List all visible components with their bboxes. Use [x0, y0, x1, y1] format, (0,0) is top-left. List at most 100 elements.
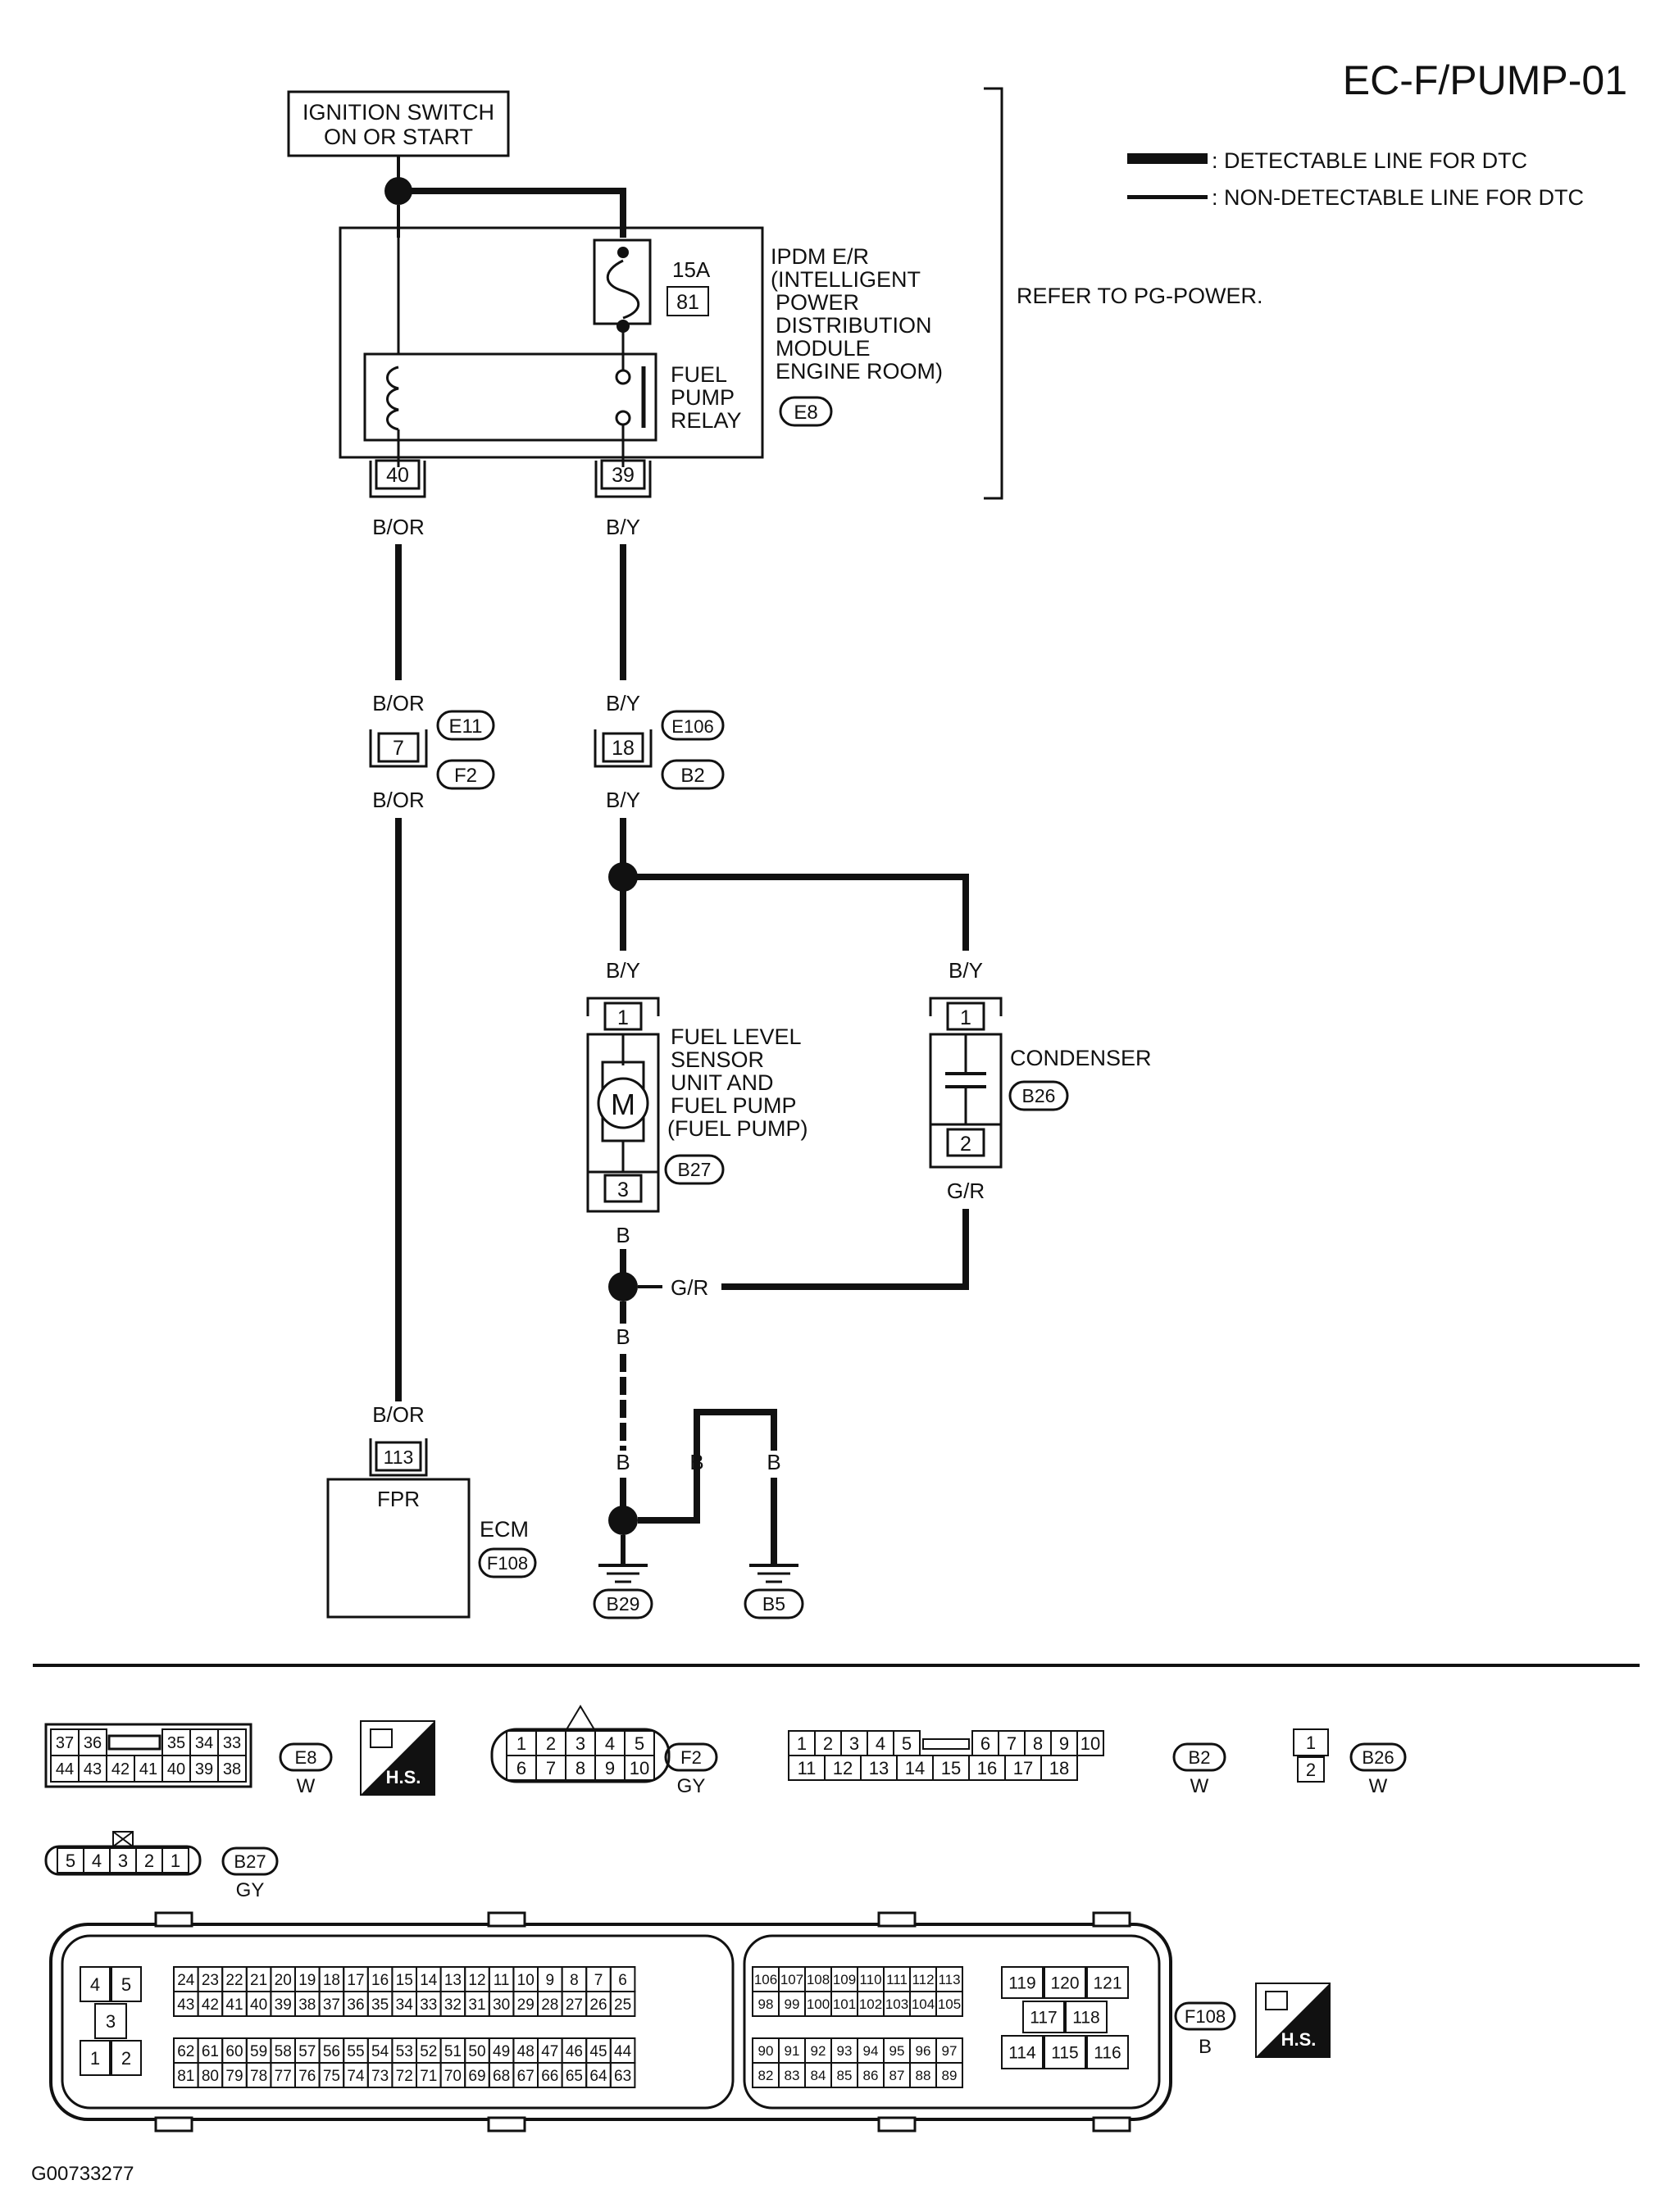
fuse-element [606, 259, 640, 320]
ipdm-connector-id: E8 [794, 402, 817, 424]
f108-pin-12: 12 [468, 1972, 485, 1989]
f2-pin-6: 6 [516, 1758, 526, 1778]
b26-view-id-oval [1349, 1742, 1407, 1772]
f108-pin-75: 75 [323, 2068, 340, 2085]
f2-pin-9: 9 [605, 1758, 615, 1778]
pin40-bracket [369, 461, 426, 498]
f108-hs-badge-shade [1256, 1983, 1330, 2057]
b27-pin-3: 3 [118, 1851, 128, 1871]
f108-pin-67: 67 [517, 2068, 535, 2085]
ground-b5-oval [744, 1588, 804, 1619]
f108-pin-97: 97 [942, 2043, 958, 2059]
ecm-pin-bracket [369, 1438, 428, 1477]
f108-pin-79: 79 [225, 2068, 243, 2085]
e8-hs-badge-shade [361, 1721, 434, 1795]
joint-e106-box [602, 732, 644, 763]
f108-pin-45: 45 [589, 2043, 607, 2060]
f108-pin-119: 119 [1008, 1974, 1035, 1993]
cond-pin2-box [946, 1128, 985, 1157]
f108-pin-81: 81 [177, 2068, 194, 2085]
wire-gr [721, 1209, 969, 1290]
ecm-terminal-label: FPR [377, 1487, 420, 1511]
f108-pin-110: 110 [859, 1972, 881, 1987]
f108-pin-120-cell [1044, 1966, 1086, 1999]
f108-pin-85: 85 [837, 2068, 853, 2083]
e8-pin-33: 33 [223, 1734, 241, 1752]
f108-pin-37: 37 [323, 1996, 340, 2014]
pump-pin3-number: 3 [617, 1179, 629, 1201]
b2-pin-10: 10 [1080, 1733, 1100, 1754]
f108-pin-11: 11 [494, 1972, 510, 1989]
cond-pin1-bracket [929, 997, 1003, 1016]
b2-pin-8: 8 [1033, 1733, 1043, 1754]
f2-pin-2: 2 [546, 1733, 556, 1754]
ground-b5-id: B5 [762, 1593, 785, 1615]
b27-pin-1: 1 [171, 1851, 180, 1871]
ground-b29-oval [593, 1588, 653, 1619]
f108-pin-105-cell [935, 1991, 963, 2017]
b27-pin-5: 5 [66, 1851, 75, 1871]
joint-e11-oval [436, 710, 495, 741]
cond-pin2-number: 2 [960, 1133, 971, 1156]
b26-pin-1: 1 [1306, 1733, 1316, 1753]
f108-pin-88: 88 [916, 2068, 931, 2083]
f108-pin-38: 38 [298, 1996, 316, 2014]
relay-contact-bottom [615, 410, 631, 426]
e8-pin-44: 44 [56, 1760, 74, 1778]
f108-pin-41: 41 [225, 1996, 243, 2014]
f2-pin-7: 7 [546, 1758, 556, 1778]
f108-pin-55: 55 [347, 2043, 364, 2060]
b26-view-id: B26 [1362, 1747, 1394, 1768]
f2-view-color: GY [677, 1775, 706, 1797]
f108-latch-top-1 [487, 1911, 526, 1928]
f108-pin-50: 50 [468, 2043, 485, 2060]
b2-pin-15: 15 [941, 1758, 961, 1778]
f108-pin-22: 22 [225, 1972, 243, 1989]
f108-pin-20: 20 [275, 1972, 292, 1989]
f108-pin-48: 48 [517, 2043, 535, 2060]
f108-pin-2-cell [111, 2040, 142, 2076]
e8-pin-37: 37 [56, 1734, 74, 1752]
e8-view-id-oval [279, 1742, 333, 1772]
f108-pin-27: 27 [566, 1996, 583, 2014]
f108-pin-24: 24 [177, 1972, 195, 1989]
relay-coil-icon [386, 366, 399, 431]
f108-pin-114: 114 [1008, 2044, 1036, 2063]
f108-pin-33: 33 [420, 1996, 437, 2014]
pin40-number: 40 [386, 464, 409, 487]
b2-pin-4: 4 [876, 1733, 885, 1754]
f108-pin-91: 91 [785, 2043, 800, 2059]
f108-pin-112: 112 [912, 1972, 934, 1987]
f108-pin-121: 121 [1093, 1974, 1121, 1993]
f108-pin-46: 46 [566, 2043, 583, 2060]
f108-pin-23: 23 [202, 1972, 219, 1989]
f108-pin-114-cell [1001, 2035, 1044, 2069]
f2-view-id: F2 [680, 1747, 702, 1768]
ground-splice [608, 1506, 638, 1535]
e8-pin-38: 38 [223, 1760, 241, 1778]
f108-pin-63-cell [609, 2062, 636, 2088]
f2-view-id-oval [664, 1742, 718, 1772]
fuse-number: 81 [676, 291, 699, 314]
b2-view-id: B2 [1189, 1747, 1211, 1768]
f108-pin-60: 60 [225, 2043, 243, 2060]
joint-e106-oval [661, 710, 725, 741]
f108-pin-93: 93 [837, 2043, 853, 2059]
relay-label-1: FUEL [671, 362, 727, 387]
f108-pin-80: 80 [202, 2068, 219, 2085]
ground-b29-id: B29 [607, 1593, 640, 1615]
f108-pin-28: 28 [541, 1996, 558, 2014]
b2-lock-tab [922, 1738, 970, 1750]
f108-pin-19: 19 [298, 1972, 316, 1989]
joint-e11-box [377, 732, 420, 763]
pump-label-1: FUEL LEVEL [671, 1024, 802, 1049]
pin39-box [600, 459, 646, 490]
b27-key [112, 1831, 134, 1847]
f108-pin-89: 89 [942, 2068, 958, 2083]
wire-color-by-5: B/Y [949, 958, 983, 983]
b2-pin-12: 12 [833, 1758, 853, 1778]
pump-pin1-box [603, 1002, 643, 1031]
f108-pin-74: 74 [347, 2068, 365, 2085]
wire-color-by-1: B/Y [606, 515, 640, 539]
legend-nondetectable-swatch [1127, 195, 1208, 199]
